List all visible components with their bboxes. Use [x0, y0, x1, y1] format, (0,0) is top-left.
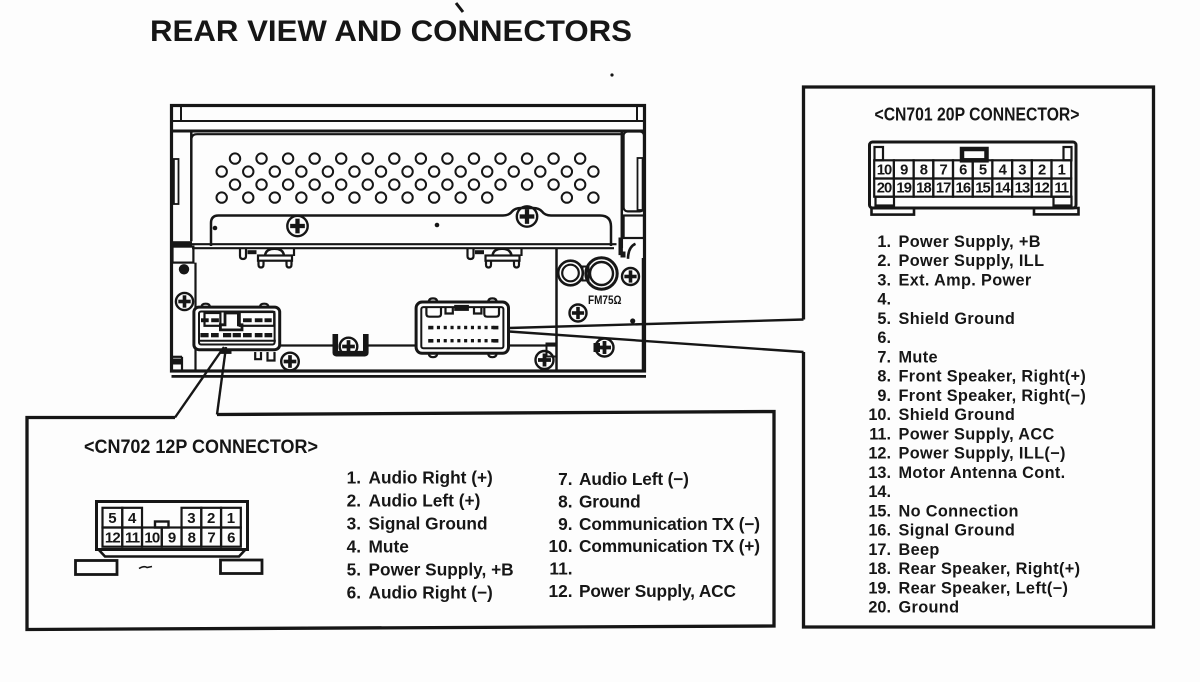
svg-text:8: 8 — [188, 530, 196, 547]
svg-text:FM75Ω: FM75Ω — [588, 295, 622, 307]
svg-text:Ground: Ground — [899, 599, 960, 617]
svg-text:2: 2 — [1038, 162, 1046, 178]
svg-text:5.: 5. — [347, 560, 361, 580]
svg-text:10.: 10. — [548, 536, 572, 556]
svg-text:3.: 3. — [877, 271, 891, 289]
svg-text:18.: 18. — [868, 560, 891, 578]
svg-text:10: 10 — [877, 162, 892, 178]
svg-text:Audio Left (−): Audio Left (−) — [579, 469, 689, 489]
svg-text:19.: 19. — [868, 579, 891, 597]
svg-text:Front Speaker, Right(+): Front Speaker, Right(+) — [899, 368, 1087, 386]
svg-text:17: 17 — [936, 181, 951, 197]
svg-text:9: 9 — [168, 530, 176, 547]
svg-text:16: 16 — [956, 181, 971, 197]
svg-text:2: 2 — [207, 510, 215, 527]
svg-text:9.: 9. — [558, 514, 572, 534]
svg-text:8: 8 — [920, 162, 928, 178]
svg-text:12.: 12. — [868, 445, 891, 463]
svg-text:10.: 10. — [868, 406, 891, 424]
svg-text:1: 1 — [227, 510, 235, 527]
svg-text:18: 18 — [916, 181, 931, 197]
svg-text:4: 4 — [999, 162, 1008, 178]
svg-text:Mute: Mute — [369, 537, 410, 557]
svg-text:20.: 20. — [868, 599, 891, 617]
svg-text:12: 12 — [1034, 181, 1049, 197]
svg-text:12: 12 — [105, 530, 121, 547]
svg-text:12.: 12. — [548, 581, 572, 601]
svg-text:<CN702 12P CONNECTOR>: <CN702 12P CONNECTOR> — [84, 437, 318, 458]
svg-text:17.: 17. — [868, 541, 891, 559]
svg-text:6.: 6. — [877, 329, 891, 347]
svg-text:Shield Ground: Shield Ground — [899, 406, 1016, 424]
svg-text:4.: 4. — [347, 537, 361, 557]
svg-text:Ext. Amp. Power: Ext. Amp. Power — [899, 271, 1032, 289]
svg-text:Motor Antenna Cont.: Motor Antenna Cont. — [899, 464, 1066, 482]
svg-text:11: 11 — [1054, 181, 1069, 197]
svg-text:8.: 8. — [558, 491, 572, 511]
svg-text:2.: 2. — [877, 252, 891, 270]
svg-text:Rear Speaker, Left(−): Rear Speaker, Left(−) — [899, 579, 1069, 597]
svg-text:Power Supply, ACC: Power Supply, ACC — [579, 581, 736, 601]
svg-text:5: 5 — [979, 162, 987, 178]
svg-text:3.: 3. — [347, 514, 361, 534]
svg-text:19: 19 — [896, 181, 911, 197]
svg-text:Signal Ground: Signal Ground — [369, 514, 488, 534]
svg-text:Beep: Beep — [899, 541, 940, 559]
svg-text:Signal Ground: Signal Ground — [899, 522, 1016, 540]
svg-text:11.: 11. — [869, 425, 891, 443]
svg-text:5: 5 — [108, 510, 116, 527]
svg-text:8.: 8. — [877, 368, 891, 386]
svg-text:9: 9 — [900, 162, 908, 178]
svg-text:2.: 2. — [347, 491, 361, 511]
svg-text:7.: 7. — [877, 348, 891, 366]
svg-text:Power Supply, ILL: Power Supply, ILL — [899, 252, 1045, 270]
svg-text:Power Supply, +B: Power Supply, +B — [899, 233, 1041, 251]
svg-text:REAR VIEW AND CONNECTORS: REAR VIEW AND CONNECTORS — [150, 15, 632, 48]
svg-text:Front Speaker, Right(−): Front Speaker, Right(−) — [899, 387, 1087, 405]
svg-text:<CN701 20P CONNECTOR>: <CN701 20P CONNECTOR> — [875, 104, 1080, 125]
svg-text:Audio Right (+): Audio Right (+) — [369, 468, 493, 488]
svg-text:Power Supply, ILL(−): Power Supply, ILL(−) — [899, 445, 1066, 463]
svg-text:1.: 1. — [877, 233, 891, 251]
svg-text:Communication TX (−): Communication TX (−) — [579, 514, 760, 534]
svg-text:14.: 14. — [868, 483, 891, 501]
svg-text:6: 6 — [227, 530, 235, 547]
svg-text:7: 7 — [207, 530, 215, 547]
svg-text:5.: 5. — [877, 310, 891, 328]
svg-text:4.: 4. — [877, 291, 891, 309]
svg-text:13.: 13. — [868, 464, 891, 482]
svg-text:Communication TX (+): Communication TX (+) — [579, 536, 760, 556]
svg-text:20: 20 — [877, 181, 892, 197]
svg-text:15.: 15. — [868, 502, 891, 520]
svg-text:Shield Ground: Shield Ground — [899, 310, 1016, 328]
svg-text:16.: 16. — [868, 522, 891, 540]
svg-text:Power Supply, ACC: Power Supply, ACC — [899, 425, 1055, 443]
svg-text:Audio Left (+): Audio Left (+) — [369, 491, 481, 511]
svg-text:4: 4 — [128, 510, 137, 527]
svg-text:1.: 1. — [347, 468, 361, 488]
svg-text:Rear Speaker, Right(+): Rear Speaker, Right(+) — [899, 560, 1081, 578]
svg-text:3: 3 — [1018, 162, 1026, 178]
svg-text:6.: 6. — [347, 583, 361, 603]
svg-text:7.: 7. — [558, 469, 572, 489]
svg-text:14: 14 — [995, 181, 1011, 197]
svg-text:Audio Right (−): Audio Right (−) — [369, 583, 493, 603]
svg-text:11.: 11. — [549, 559, 572, 579]
svg-text:13: 13 — [1015, 181, 1030, 197]
svg-text:10: 10 — [144, 530, 160, 547]
svg-text:Mute: Mute — [899, 348, 938, 366]
svg-text:Power Supply, +B: Power Supply, +B — [369, 560, 514, 580]
svg-text:3: 3 — [187, 510, 195, 527]
svg-text:1: 1 — [1058, 162, 1066, 178]
svg-text:6: 6 — [959, 162, 967, 178]
svg-text:7: 7 — [939, 162, 947, 178]
svg-text:15: 15 — [975, 181, 990, 197]
svg-text:Ground: Ground — [579, 491, 641, 511]
svg-text:9.: 9. — [877, 387, 891, 405]
svg-text:No Connection: No Connection — [899, 502, 1019, 520]
svg-text:11: 11 — [125, 530, 140, 547]
